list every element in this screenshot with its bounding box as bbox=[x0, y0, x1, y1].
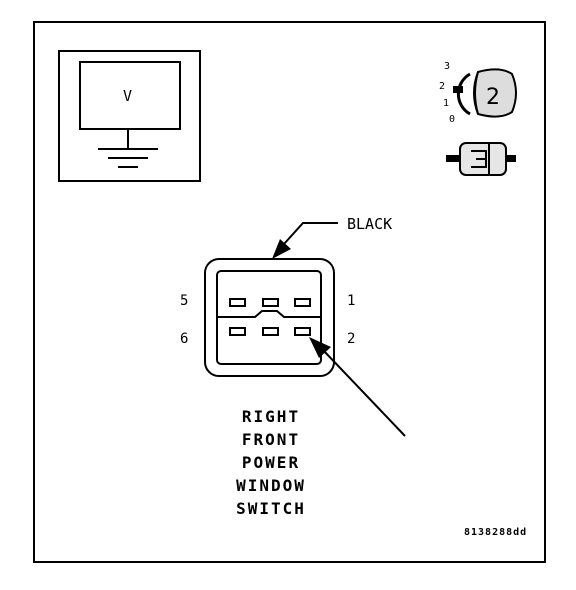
caption-line-3: POWER bbox=[242, 453, 300, 472]
pin-label-5: 5 bbox=[180, 293, 188, 309]
pin-label-1: 1 bbox=[347, 293, 355, 309]
connector-cavities bbox=[229, 298, 311, 336]
ignition-position-0: 0 bbox=[449, 114, 455, 125]
connector-color-label: BLACK bbox=[347, 215, 392, 233]
connector-disconnected-icon bbox=[446, 142, 516, 176]
probe-arrow-line bbox=[322, 349, 406, 437]
voltmeter-icon bbox=[58, 50, 201, 182]
caption-line-1: RIGHT bbox=[242, 407, 300, 426]
color-leader-line bbox=[283, 222, 338, 245]
ignition-key-icon bbox=[453, 68, 517, 118]
caption-line-4: WINDOW bbox=[236, 476, 306, 495]
probe-arrowhead bbox=[309, 337, 331, 358]
meter-display-label: V bbox=[123, 87, 132, 105]
diagram-frame bbox=[33, 21, 546, 563]
ignition-position-3: 3 bbox=[444, 61, 450, 72]
color-leader-arrowhead bbox=[272, 239, 291, 259]
ignition-position-1: 1 bbox=[443, 98, 449, 109]
ignition-position-2: 2 bbox=[439, 81, 445, 92]
caption-line-2: FRONT bbox=[242, 430, 300, 449]
ignition-key-number: 2 bbox=[486, 85, 500, 110]
figure-reference: 8138288dd bbox=[464, 527, 527, 538]
switch-connector bbox=[204, 258, 335, 377]
caption-line-5: SWITCH bbox=[236, 499, 306, 518]
pin-label-2: 2 bbox=[347, 331, 355, 347]
pin-label-6: 6 bbox=[180, 331, 188, 347]
